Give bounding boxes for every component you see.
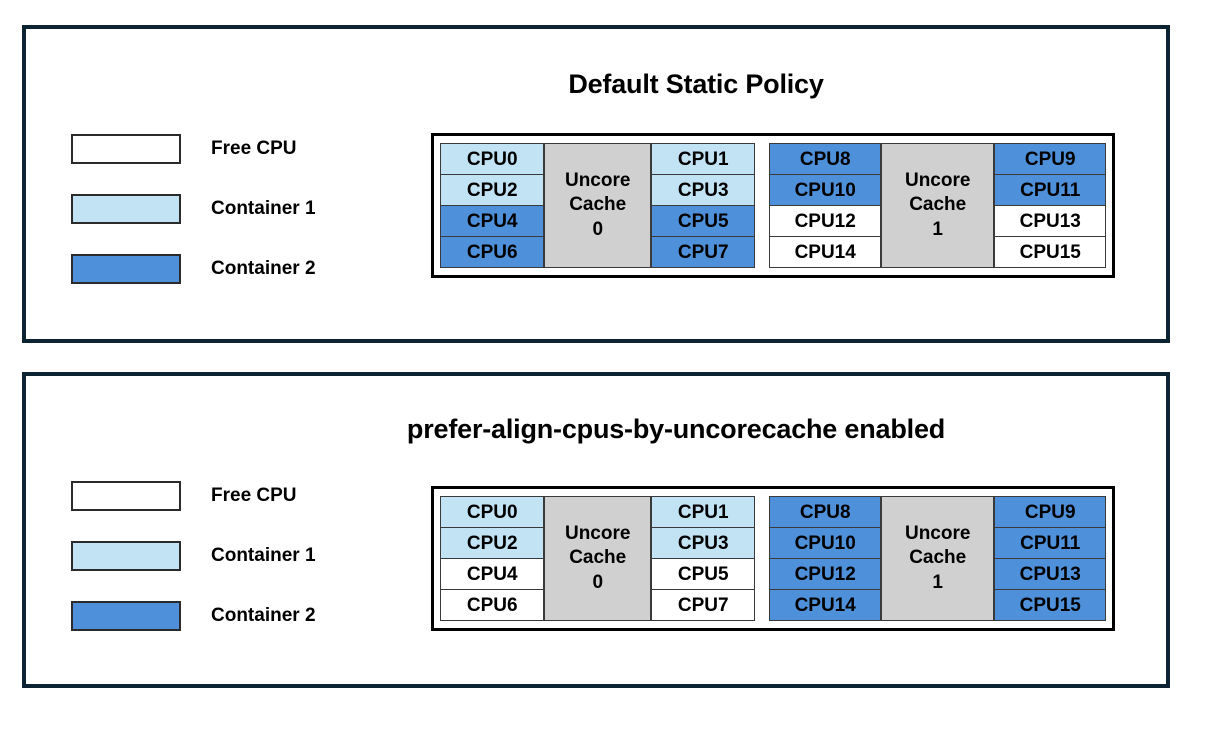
uncore-cache-label-line2: Cache [909,194,967,216]
cpu-cell: CPU10 [769,528,881,559]
cpu-cell: CPU12 [769,206,881,237]
cpu-column-left: CPU8 CPU10 CPU12 CPU14 [769,496,881,621]
cpu-column-right: CPU9 CPU11 CPU13 CPU15 [994,143,1106,268]
cpu-cell: CPU3 [650,175,756,206]
legend-item-container-2: Container 2 [71,586,316,646]
cpu-cell: CPU14 [769,590,881,621]
legend-panel-2: Free CPU Container 1 Container 2 [71,466,316,646]
cpu-column-right: CPU1 CPU3 CPU5 CPU7 [650,143,756,268]
uncore-cache-label-line2: Cache [569,547,627,569]
page-title: Default Static Policy [568,69,824,99]
cpu-cell: CPU0 [440,143,545,175]
cpu-cell: CPU10 [769,175,881,206]
cpu-cell: CPU1 [650,143,756,175]
legend-label-free-cpu: Free CPU [211,138,297,159]
cpu-cell: CPU7 [650,590,756,621]
legend-label-container-2: Container 2 [211,605,316,626]
legend-swatch-container-1 [71,194,181,224]
uncore-cache-index: 0 [592,571,604,593]
cache-group-0: CPU0 CPU2 CPU4 CPU6 Uncore Cache 0 CPU1 … [440,143,756,268]
legend-item-free-cpu: Free CPU [71,466,316,526]
uncore-cache-label-line2: Cache [569,194,627,216]
cpu-cell: CPU2 [440,175,545,206]
legend-label-container-2: Container 2 [211,258,316,279]
uncore-cache-label-line1: Uncore [904,523,971,545]
cpu-cell: CPU14 [769,237,881,268]
legend-swatch-container-1 [71,541,181,571]
uncore-cache-label-line1: Uncore [564,170,631,192]
uncore-cache-index: 1 [932,218,943,240]
cpu-column-left: CPU8 CPU10 CPU12 CPU14 [769,143,881,268]
cpu-cell: CPU4 [440,559,545,590]
legend-item-container-2: Container 2 [71,239,316,299]
cpu-topology-grid: CPU0 CPU2 CPU4 CPU6 Uncore Cache 0 CPU1 … [431,133,1115,278]
uncore-cache-index: 1 [932,571,943,593]
legend-item-free-cpu: Free CPU [71,119,316,179]
cpu-cell: CPU5 [650,559,756,590]
cpu-cell: CPU15 [994,590,1106,621]
cpu-cell: CPU8 [769,496,881,528]
cpu-column-right: CPU9 CPU11 CPU13 CPU15 [994,496,1106,621]
legend-swatch-container-2 [71,601,181,631]
cpu-cell: CPU11 [994,175,1106,206]
uncore-cache-index: 0 [592,218,604,240]
cache-group-0: CPU0 CPU2 CPU4 CPU6 Uncore Cache 0 CPU1 … [440,496,756,621]
uncore-cache-box-0: Uncore Cache 0 [544,496,651,621]
cpu-cell: CPU7 [650,237,756,268]
cpu-cell: CPU15 [994,237,1106,268]
cpu-cell: CPU5 [650,206,756,237]
legend-item-container-1: Container 1 [71,179,316,239]
cpu-cell: CPU2 [440,528,545,559]
cpu-cell: CPU12 [769,559,881,590]
panel-prefer-align-cpus-by-uncorecache: prefer-align-cpus-by-uncorecache enabled… [22,372,1170,688]
cache-group-1: CPU8 CPU10 CPU12 CPU14 Uncore Cache 1 CP… [769,496,1106,621]
cpu-cell: CPU9 [994,496,1106,528]
cpu-cell: CPU13 [994,206,1106,237]
cpu-cell: CPU9 [994,143,1106,175]
cache-group-1: CPU8 CPU10 CPU12 CPU14 Uncore Cache 1 CP… [769,143,1106,268]
cpu-cell: CPU3 [650,528,756,559]
cpu-column-left: CPU0 CPU2 CPU4 CPU6 [440,143,545,268]
uncore-cache-label-line1: Uncore [904,170,971,192]
legend-label-container-1: Container 1 [211,545,316,566]
legend-swatch-free-cpu [71,481,181,511]
legend-swatch-free-cpu [71,134,181,164]
legend-swatch-container-2 [71,254,181,284]
page-title: prefer-align-cpus-by-uncorecache enabled [406,414,946,444]
cpu-cell: CPU11 [994,528,1106,559]
uncore-cache-label-line1: Uncore [564,523,631,545]
cpu-cell: CPU4 [440,206,545,237]
cpu-column-left: CPU0 CPU2 CPU4 CPU6 [440,496,545,621]
cpu-cell: CPU1 [650,496,756,528]
uncore-cache-label-line2: Cache [909,547,967,569]
cpu-cell: CPU6 [440,237,545,268]
legend-label-free-cpu: Free CPU [211,485,297,506]
panel-default-static-policy: Default Static Policy Free CPU Container… [22,25,1170,343]
cpu-cell: CPU0 [440,496,545,528]
cpu-cell: CPU8 [769,143,881,175]
uncore-cache-box-0: Uncore Cache 0 [544,143,651,268]
legend-panel-1: Free CPU Container 1 Container 2 [71,119,316,299]
legend-item-container-1: Container 1 [71,526,316,586]
cpu-cell: CPU6 [440,590,545,621]
uncore-cache-box-1: Uncore Cache 1 [880,143,995,268]
cpu-column-right: CPU1 CPU3 CPU5 CPU7 [650,496,756,621]
cpu-cell: CPU13 [994,559,1106,590]
cpu-topology-grid: CPU0 CPU2 CPU4 CPU6 Uncore Cache 0 CPU1 … [431,486,1115,631]
uncore-cache-box-1: Uncore Cache 1 [880,496,995,621]
legend-label-container-1: Container 1 [211,198,316,219]
